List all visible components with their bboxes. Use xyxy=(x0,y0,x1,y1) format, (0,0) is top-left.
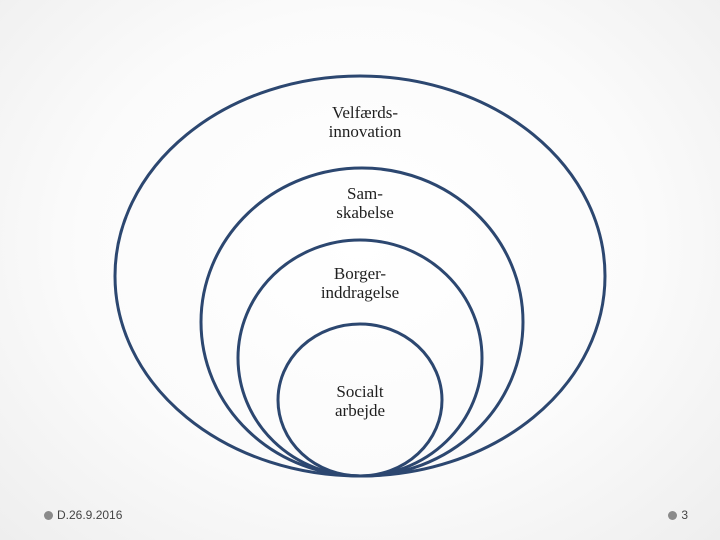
label-line: innovation xyxy=(328,122,402,141)
bullet-dot-icon xyxy=(668,510,678,520)
label-line: skabelse xyxy=(336,203,394,222)
label-borgerinddragelse: Borger- inddragelse xyxy=(280,264,440,302)
ring-socialt-arbejde xyxy=(276,322,444,478)
label-line: Sam- xyxy=(347,184,383,203)
label-line: Borger- xyxy=(333,264,387,283)
footer-date: D.26.9.2016 xyxy=(44,507,122,523)
label-socialt-arbejde: Socialt arbejde xyxy=(280,382,440,420)
label-samskabelse: Sam- skabelse xyxy=(285,184,445,222)
label-line: Velfærds- xyxy=(331,103,399,122)
footer-page-number: 3 xyxy=(668,507,688,523)
page-number-text: 3 xyxy=(681,508,688,522)
footer-date-text: D.26.9.2016 xyxy=(57,508,123,522)
label-line: inddragelse xyxy=(320,283,400,302)
label-line: Socialt xyxy=(336,382,384,401)
label-velfaerdsinnovation: Velfærds- innovation xyxy=(285,103,445,141)
label-line: arbejde xyxy=(334,401,386,420)
bullet-dot-icon xyxy=(44,510,53,520)
